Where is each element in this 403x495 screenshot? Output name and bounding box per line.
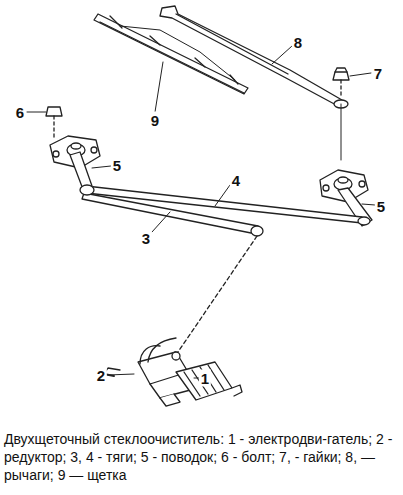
callout-number: 5 bbox=[375, 198, 387, 215]
callout-number: 2 bbox=[95, 367, 107, 384]
wiper-arm bbox=[160, 6, 348, 160]
figure-caption: Двухщеточный стеклоочиститель: 1 - элект… bbox=[4, 430, 399, 485]
assembly-line bbox=[178, 236, 257, 352]
motor bbox=[104, 338, 242, 406]
callout-number: 8 bbox=[292, 34, 304, 51]
callout-number: 7 bbox=[372, 65, 384, 82]
callout-number: 4 bbox=[230, 172, 242, 189]
callout-number: 3 bbox=[140, 230, 152, 247]
nut bbox=[333, 68, 349, 98]
callout-number: 6 bbox=[14, 104, 26, 121]
wiper-blade bbox=[94, 14, 248, 94]
callout-number: 9 bbox=[149, 112, 161, 129]
link-rod bbox=[82, 193, 258, 234]
callout-number: 5 bbox=[111, 157, 123, 174]
leader-lines bbox=[27, 46, 375, 378]
bolt bbox=[46, 107, 62, 140]
callout-number: 1 bbox=[199, 370, 211, 387]
